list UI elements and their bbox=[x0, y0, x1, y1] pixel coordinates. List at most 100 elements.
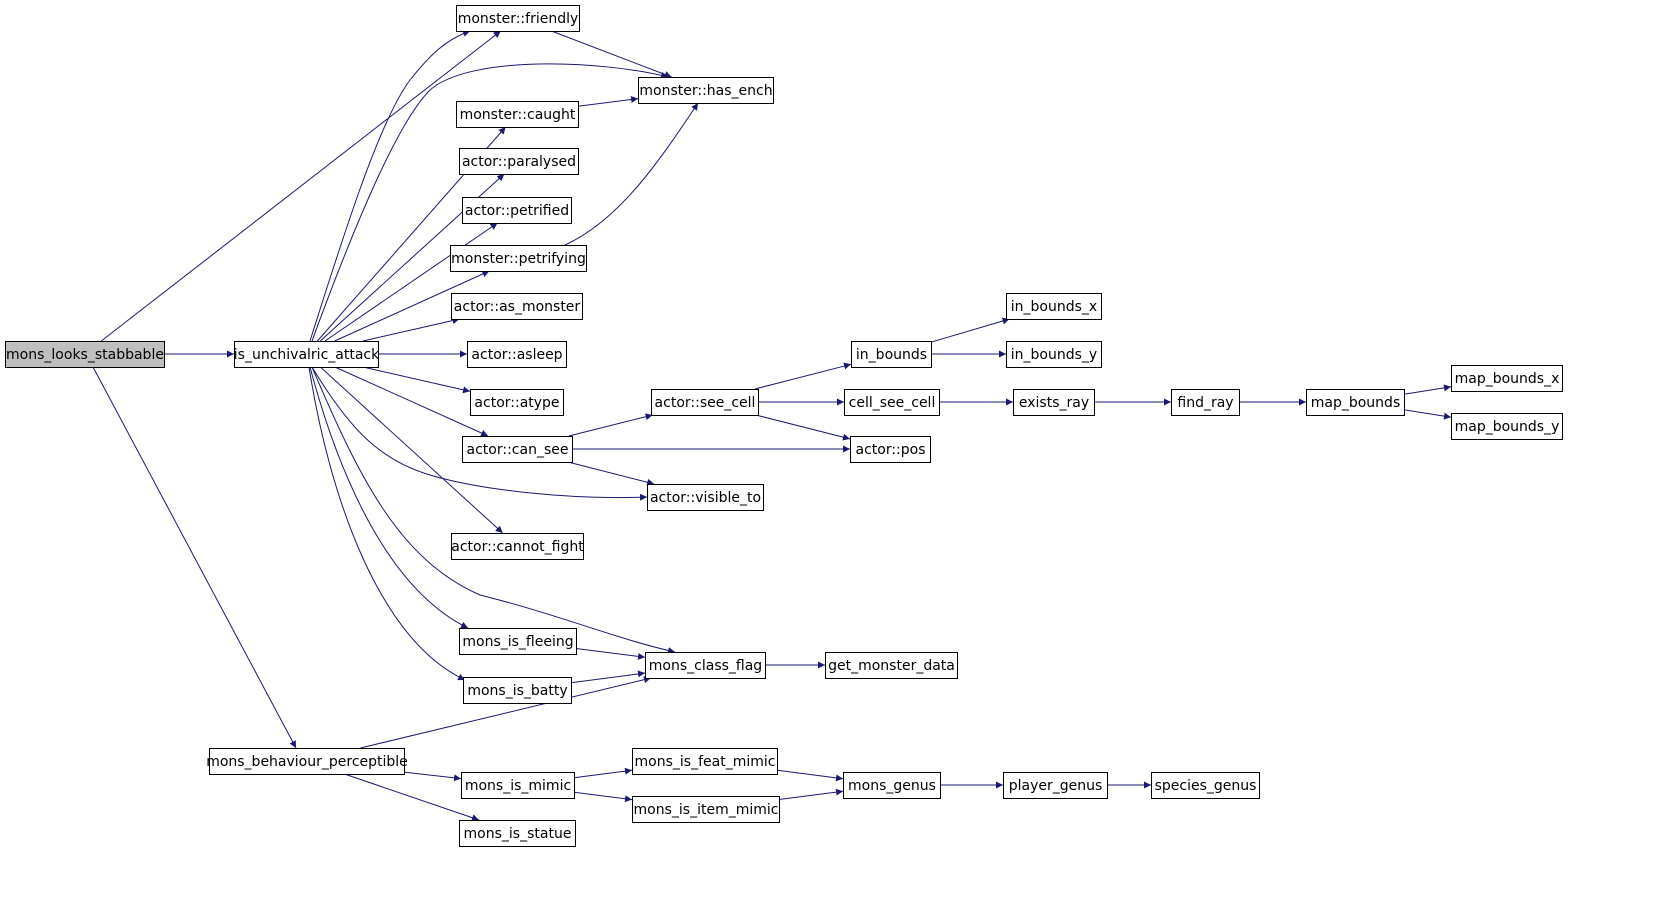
edge-actor-can-see-to-actor-see-cell bbox=[568, 413, 653, 437]
node-actor-cannot-fight[interactable]: actor::cannot_fight bbox=[451, 533, 584, 560]
edge-layer bbox=[92, 30, 1452, 822]
node-label-player-genus: player_genus bbox=[1009, 778, 1103, 794]
node-actor-atype[interactable]: actor::atype bbox=[470, 389, 564, 416]
node-mons-genus[interactable]: mons_genus bbox=[843, 772, 941, 799]
node-box-find-ray bbox=[1171, 389, 1240, 416]
node-actor-as-monster[interactable]: actor::as_monster bbox=[451, 293, 583, 320]
node-monster-has-ench[interactable]: monster::has_ench bbox=[638, 77, 774, 104]
node-player-genus[interactable]: player_genus bbox=[1003, 772, 1108, 799]
node-actor-visible-to[interactable]: actor::visible_to bbox=[647, 484, 764, 511]
edge-is-unchivalric-attack-to-actor-petrified bbox=[324, 222, 498, 342]
node-cell-see-cell[interactable]: cell_see_cell bbox=[844, 389, 940, 416]
node-box-actor-can-see bbox=[462, 436, 573, 463]
node-mons-is-batty[interactable]: mons_is_batty bbox=[463, 677, 572, 704]
node-mons-is-item-mimic[interactable]: mons_is_item_mimic bbox=[632, 796, 780, 823]
node-label-actor-see-cell: actor::see_cell bbox=[655, 395, 756, 411]
node-box-monster-petrifying bbox=[450, 245, 587, 272]
node-label-species-genus: species_genus bbox=[1155, 778, 1257, 794]
node-box-mons-genus bbox=[843, 772, 941, 799]
node-actor-see-cell[interactable]: actor::see_cell bbox=[651, 389, 759, 416]
edge-monster-petrifying-to-monster-has-ench bbox=[564, 102, 699, 246]
node-label-actor-cannot-fight: actor::cannot_fight bbox=[451, 539, 584, 555]
edge-is-unchivalric-attack-to-mons-is-fleeing bbox=[309, 366, 469, 629]
node-species-genus[interactable]: species_genus bbox=[1151, 772, 1260, 799]
node-label-actor-asleep: actor::asleep bbox=[471, 347, 562, 363]
node-map-bounds-y[interactable]: map_bounds_y bbox=[1451, 413, 1563, 440]
edge-mons-is-item-mimic-to-mons-genus bbox=[778, 788, 844, 800]
edge-mons-looks-stabbable-to-mons-behaviour-perceptible bbox=[92, 366, 297, 749]
node-mons-looks-stabbable[interactable]: mons_looks_stabbable bbox=[5, 341, 165, 368]
edge-mons-is-mimic-to-mons-is-feat-mimic bbox=[573, 767, 633, 779]
node-label-actor-as-monster: actor::as_monster bbox=[454, 299, 581, 315]
node-find-ray[interactable]: find_ray bbox=[1171, 389, 1240, 416]
node-box-monster-caught bbox=[456, 101, 579, 128]
node-label-monster-has-ench: monster::has_ench bbox=[639, 83, 772, 99]
node-label-actor-atype: actor::atype bbox=[474, 395, 559, 411]
node-label-mons-class-flag: mons_class_flag bbox=[649, 658, 762, 674]
node-in-bounds-y[interactable]: in_bounds_y bbox=[1006, 341, 1102, 368]
node-mons-is-mimic[interactable]: mons_is_mimic bbox=[461, 772, 575, 799]
node-box-mons-behaviour-perceptible bbox=[209, 748, 405, 775]
node-exists-ray[interactable]: exists_ray bbox=[1013, 389, 1095, 416]
node-is-unchivalric-attack[interactable]: is_unchivalric_attack bbox=[234, 341, 380, 368]
node-box-map-bounds-y bbox=[1451, 413, 1563, 440]
edge-is-unchivalric-attack-to-actor-cannot-fight bbox=[319, 366, 504, 534]
node-label-map-bounds-y: map_bounds_y bbox=[1455, 419, 1560, 435]
edge-in-bounds-to-in-bounds-x bbox=[930, 317, 1010, 343]
edge-is-unchivalric-attack-to-mons-is-batty bbox=[308, 366, 466, 681]
node-actor-can-see[interactable]: actor::can_see bbox=[462, 436, 573, 463]
node-label-exists-ray: exists_ray bbox=[1019, 395, 1089, 411]
node-monster-petrifying[interactable]: monster::petrifying bbox=[450, 245, 587, 272]
node-mons-is-statue[interactable]: mons_is_statue bbox=[459, 820, 576, 847]
node-monster-friendly[interactable]: monster::friendly bbox=[456, 5, 580, 32]
node-label-actor-can-see: actor::can_see bbox=[467, 442, 569, 458]
node-map-bounds-x[interactable]: map_bounds_x bbox=[1451, 365, 1563, 392]
node-label-mons-looks-stabbable: mons_looks_stabbable bbox=[6, 347, 164, 363]
edge-actor-see-cell-to-actor-pos bbox=[755, 414, 851, 441]
node-label-monster-caught: monster::caught bbox=[460, 107, 576, 123]
node-label-actor-paralysed: actor::paralysed bbox=[462, 154, 576, 170]
node-map-bounds[interactable]: map_bounds bbox=[1306, 389, 1405, 416]
node-box-monster-friendly bbox=[456, 5, 580, 32]
node-actor-petrified[interactable]: actor::petrified bbox=[462, 197, 572, 224]
node-actor-pos[interactable]: actor::pos bbox=[850, 436, 931, 463]
node-actor-paralysed[interactable]: actor::paralysed bbox=[459, 148, 579, 175]
node-box-mons-looks-stabbable bbox=[5, 341, 165, 368]
node-box-mons-is-statue bbox=[459, 820, 576, 847]
node-box-in-bounds-y bbox=[1006, 341, 1102, 368]
node-label-mons-behaviour-perceptible: mons_behaviour_perceptible bbox=[206, 754, 408, 770]
edge-map-bounds-to-map-bounds-y bbox=[1403, 409, 1452, 420]
node-label-mons-is-statue: mons_is_statue bbox=[464, 826, 572, 842]
node-box-exists-ray bbox=[1013, 389, 1095, 416]
node-box-actor-see-cell bbox=[651, 389, 759, 416]
edge-mons-is-batty-to-mons-class-flag bbox=[570, 670, 646, 684]
edge-is-unchivalric-attack-to-monster-friendly bbox=[309, 30, 471, 342]
node-label-mons-is-fleeing: mons_is_fleeing bbox=[462, 634, 573, 650]
node-box-mons-is-item-mimic bbox=[632, 796, 780, 823]
edge-actor-see-cell-to-in-bounds bbox=[754, 362, 852, 390]
edge-monster-friendly-to-monster-has-ench bbox=[551, 30, 672, 78]
edge-is-unchivalric-attack-to-mons-class-flag bbox=[311, 366, 676, 654]
node-actor-asleep[interactable]: actor::asleep bbox=[467, 341, 567, 368]
node-mons-behaviour-perceptible[interactable]: mons_behaviour_perceptible bbox=[206, 748, 408, 775]
node-in-bounds[interactable]: in_bounds bbox=[851, 341, 932, 368]
edge-actor-can-see-to-actor-visible-to bbox=[567, 461, 655, 486]
node-mons-is-fleeing[interactable]: mons_is_fleeing bbox=[459, 628, 577, 655]
node-label-cell-see-cell: cell_see_cell bbox=[849, 395, 936, 411]
node-box-species-genus bbox=[1151, 772, 1260, 799]
node-box-actor-visible-to bbox=[647, 484, 764, 511]
node-monster-caught[interactable]: monster::caught bbox=[456, 101, 579, 128]
node-in-bounds-x[interactable]: in_bounds_x bbox=[1006, 293, 1102, 320]
edge-is-unchivalric-attack-to-monster-petrifying bbox=[334, 270, 490, 342]
node-mons-is-feat-mimic[interactable]: mons_is_feat_mimic bbox=[632, 748, 778, 775]
node-label-monster-petrifying: monster::petrifying bbox=[451, 251, 586, 267]
edge-monster-caught-to-monster-has-ench bbox=[577, 96, 639, 107]
node-box-actor-pos bbox=[850, 436, 931, 463]
node-box-actor-cannot-fight bbox=[451, 533, 584, 560]
node-box-get-monster-data bbox=[825, 652, 958, 679]
node-label-actor-pos: actor::pos bbox=[855, 442, 925, 458]
node-box-mons-class-flag bbox=[645, 652, 766, 679]
node-label-find-ray: find_ray bbox=[1177, 395, 1233, 411]
node-mons-class-flag[interactable]: mons_class_flag bbox=[645, 652, 766, 679]
node-get-monster-data[interactable]: get_monster_data bbox=[825, 652, 958, 679]
